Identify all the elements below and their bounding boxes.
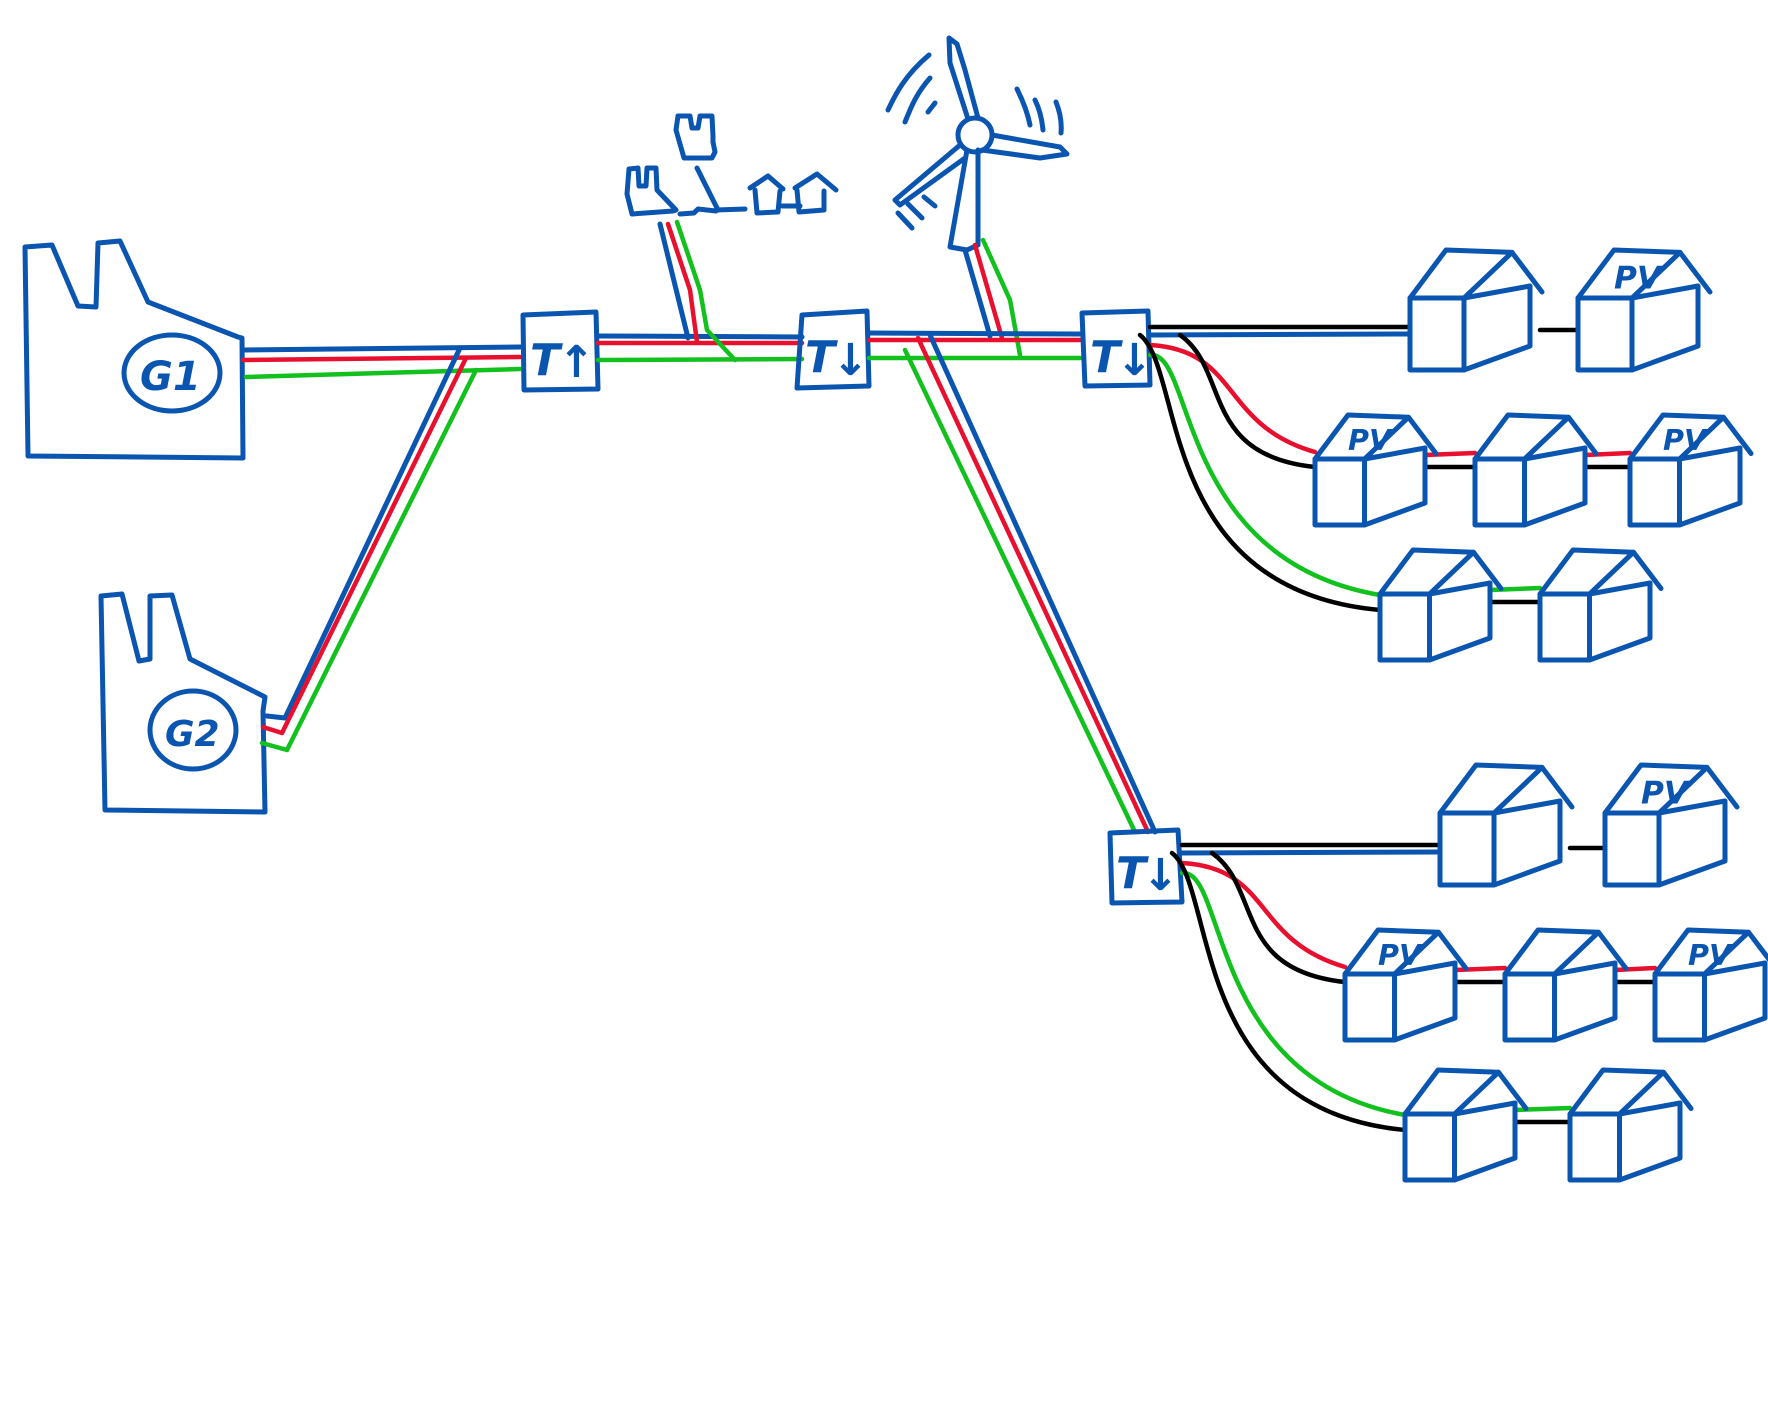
line-g2-t1 [259, 345, 479, 753]
house-row-2: PV PV [1147, 332, 1754, 528]
pv-panel-label: PV [1348, 423, 1394, 457]
transformer-t1: T ↑ [520, 309, 601, 393]
transformer-t4: T ↓ [1107, 827, 1185, 906]
residential-districts: PV PV PV PV PV PV [1137, 247, 1768, 1183]
line-g1-t1 [240, 344, 523, 380]
transformer-t3-label: T [1090, 332, 1123, 383]
house-row-2: PV PV [1179, 850, 1768, 1043]
transformer-t1-label: T [530, 335, 563, 386]
line-t2-t4 [902, 332, 1158, 835]
house-with-pv: PV [1575, 247, 1713, 373]
generator-g2: G2 [98, 591, 268, 815]
house-with-pv: PV [1652, 927, 1768, 1043]
house-with-pv: PV [1627, 412, 1754, 528]
wind-turbine [885, 35, 1070, 358]
house [1377, 547, 1504, 663]
house-row-1: PV [1179, 762, 1740, 888]
arrow-down-icon: ↓ [832, 335, 869, 386]
house [1502, 927, 1629, 1043]
transformer-t2: T ↓ [794, 308, 872, 391]
generator-g2-symbol [147, 688, 239, 772]
district-t3: PV PV PV [1137, 247, 1754, 663]
pv-panel-label: PV [1614, 260, 1664, 296]
house-with-pv: PV [1342, 927, 1469, 1043]
house-with-pv: PV [1602, 762, 1740, 888]
house [1402, 1067, 1529, 1183]
house [1437, 762, 1575, 888]
house [1537, 547, 1664, 663]
house-row-3 [1169, 850, 1694, 1183]
pv-panel-label: PV [1663, 423, 1709, 457]
arrow-down-icon: ↓ [1142, 850, 1179, 901]
transformer-t2-label: T [805, 332, 838, 383]
pv-panel-label: PV [1688, 938, 1734, 972]
generator-g2-label: G2 [165, 714, 220, 755]
house-row-1: PV [1147, 247, 1713, 373]
generator-g1-label: G1 [140, 354, 201, 400]
house [1407, 247, 1545, 373]
house [1472, 412, 1599, 528]
house [1567, 1067, 1694, 1183]
line-t2-t3 [866, 330, 1083, 361]
industrial-consumers [624, 113, 839, 363]
pv-panel-label: PV [1641, 775, 1691, 811]
transformer-t3: T ↓ [1079, 308, 1153, 389]
house-row-3 [1137, 332, 1664, 663]
house-with-pv: PV [1312, 412, 1439, 528]
line-t1-t2 [595, 333, 805, 363]
generator-g1-symbol [121, 332, 223, 414]
transformer-t4-label: T [1116, 848, 1149, 899]
pv-panel-label: PV [1378, 938, 1424, 972]
arrow-up-icon: ↑ [558, 337, 595, 388]
district-t4: PV PV PV [1169, 762, 1768, 1183]
generator-g1: G1 [22, 238, 246, 461]
